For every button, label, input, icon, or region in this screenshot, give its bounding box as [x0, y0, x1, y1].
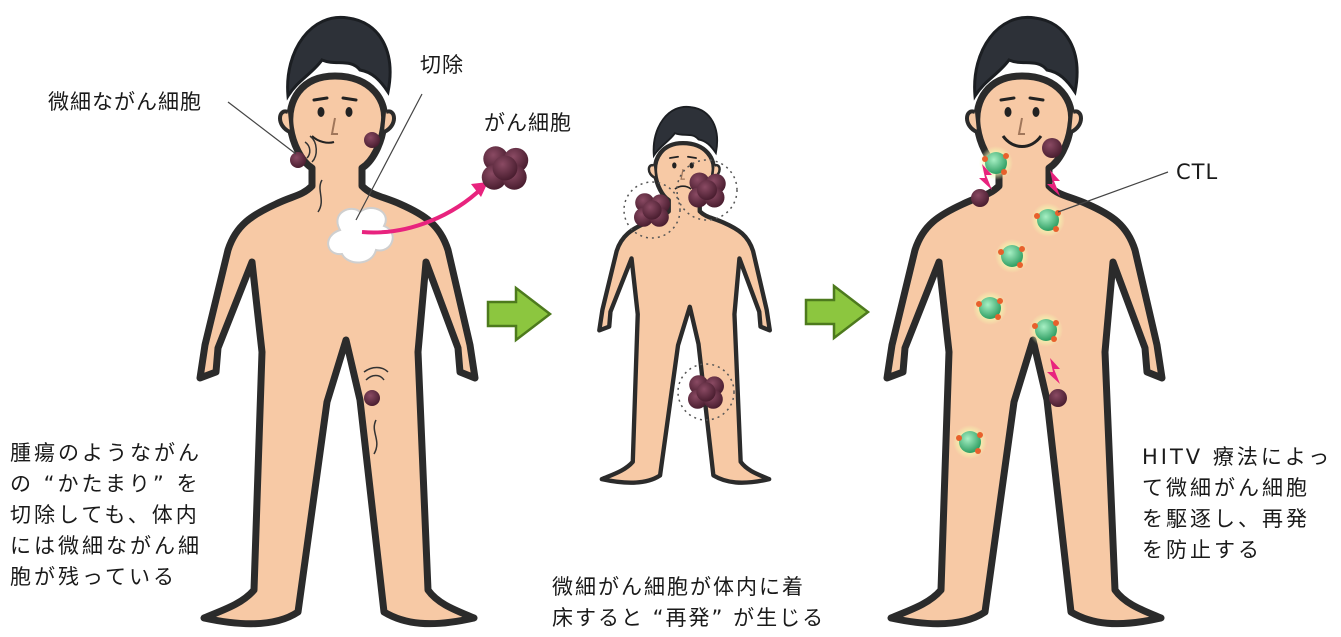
- ctl-cell-icon: [1031, 203, 1065, 237]
- cancer-cell-icon: [688, 173, 726, 208]
- ctl-cell-icon: [973, 291, 1007, 325]
- cancer-cell-icon: [688, 375, 724, 409]
- block-arrow-right-icon: [806, 286, 868, 338]
- figure-recurrence: [599, 107, 770, 483]
- caption-line: を防止する: [1142, 535, 1332, 566]
- figure-after-hitv: [887, 17, 1162, 623]
- caption-recurrence: 微細がん細胞が体内に着 床すると “再発” が生じる: [552, 572, 825, 634]
- ctl-cell-icon: [979, 146, 1013, 180]
- ctl-cell-icon: [953, 425, 987, 459]
- cancer-cell-icon: [482, 146, 529, 189]
- cancer-cell-icon: [1042, 138, 1062, 158]
- micro-cancer-cell-icon: [364, 390, 380, 406]
- cancer-cell-icon: [971, 189, 989, 207]
- caption-line: 床すると “再発” が生じる: [552, 603, 825, 634]
- label-ctl: CTL: [1176, 156, 1218, 188]
- micro-cancer-cell-icon: [364, 132, 380, 148]
- caption-line: 切除しても、体内: [10, 500, 202, 531]
- caption-before: 腫瘍のようながん の “かたまり” を 切除しても、体内 には微細ながん細 胞が…: [10, 438, 202, 593]
- cancer-cell-icon: [634, 193, 670, 227]
- caption-line: て微細がん細胞: [1142, 473, 1332, 504]
- caption-line: 腫瘍のようながん: [10, 438, 202, 469]
- ctl-cell-icon: [995, 239, 1029, 273]
- caption-after: HITV 療法によっ て微細がん細胞 を駆逐し、再発 を防止する: [1142, 442, 1332, 566]
- caption-line: を駆逐し、再発: [1142, 504, 1332, 535]
- label-excision: 切除: [420, 49, 464, 81]
- ctl-cell-icon: [1029, 313, 1063, 347]
- label-cancer-cell: がん細胞: [484, 107, 572, 139]
- caption-line: の “かたまり” を: [10, 469, 202, 500]
- cancer-cell-icon: [1049, 389, 1067, 407]
- leader-line: [1058, 172, 1168, 212]
- label-micro-cancer-cells: 微細ながん細胞: [48, 86, 202, 118]
- block-arrow-right-icon: [488, 288, 550, 340]
- figure-before-excision: [200, 17, 528, 623]
- caption-line: 微細がん細胞が体内に着: [552, 572, 825, 603]
- caption-line: HITV 療法によっ: [1142, 442, 1332, 473]
- micro-cancer-cell-icon: [290, 152, 306, 168]
- caption-line: 胞が残っている: [10, 562, 202, 593]
- caption-line: には微細ながん細: [10, 531, 202, 562]
